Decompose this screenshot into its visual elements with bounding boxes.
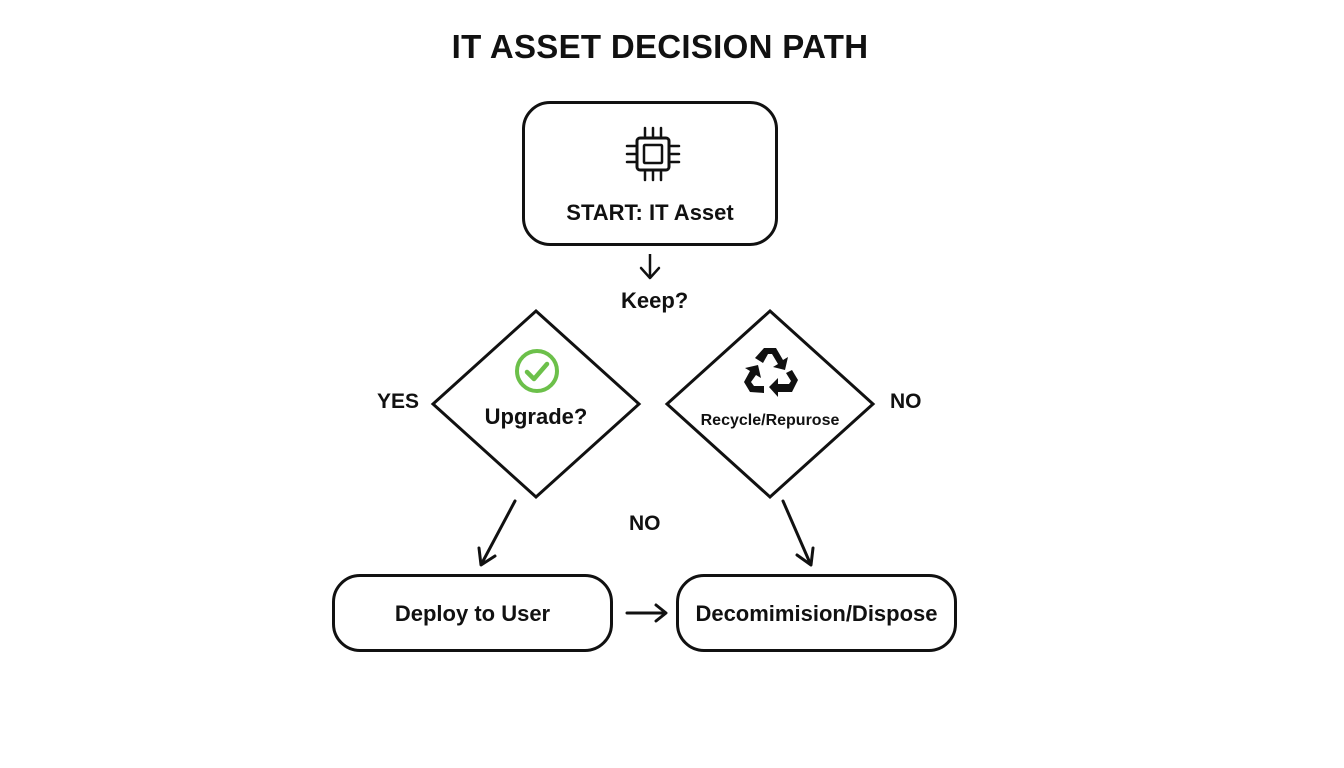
recycle-diamond-shape [664, 308, 876, 500]
yes-branch-label: YES [377, 390, 420, 413]
decommission-dispose-node[interactable]: Decomimision/Dispose [676, 574, 957, 652]
start-node-label: START: IT Asset [566, 200, 734, 225]
recycle-decision[interactable]: Recycle/Repurose [664, 308, 876, 500]
upgrade-diamond-shape [430, 308, 642, 500]
arrow-upgrade-to-deploy [477, 499, 517, 567]
upgrade-decision[interactable]: Upgrade? [430, 308, 642, 500]
start-node[interactable]: START: IT Asset [522, 101, 778, 246]
arrow-recycle-to-dispose [781, 499, 815, 567]
upgrade-decision-label: Upgrade? [484, 404, 588, 429]
keep-question-label: Keep? [621, 288, 689, 313]
arrow-deploy-to-dispose [625, 603, 668, 623]
recycle-icon [744, 348, 798, 397]
cpu-chip-icon [625, 126, 681, 182]
recycle-decision-label: Recycle/Repurose [700, 412, 840, 429]
arrow-start-to-keep [639, 254, 661, 280]
diagram-title: IT ASSET DECISION PATH [451, 28, 869, 65]
deploy-to-user-node[interactable]: Deploy to User [332, 574, 613, 652]
dispose-node-label: Decomimision/Dispose [695, 601, 938, 626]
no-branch-label-middle: NO [629, 512, 661, 535]
no-branch-label-right: NO [890, 390, 922, 413]
check-circle-icon [515, 349, 559, 393]
deploy-node-label: Deploy to User [394, 601, 551, 626]
